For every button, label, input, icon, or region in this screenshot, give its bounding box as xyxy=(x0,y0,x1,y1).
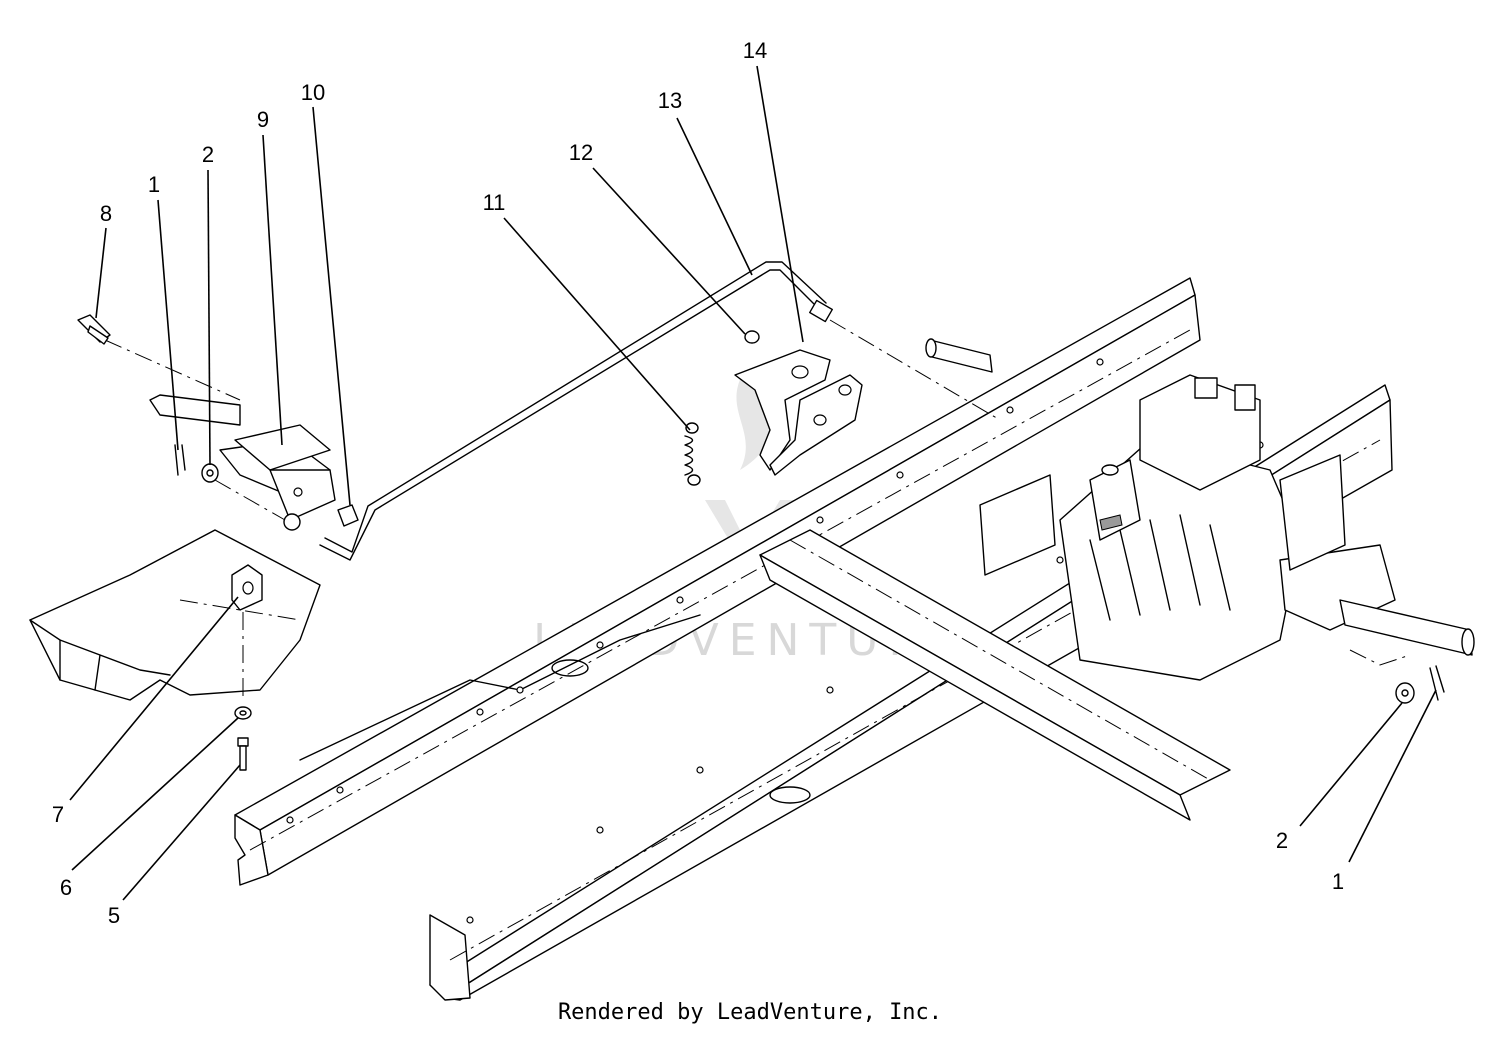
footrest-bolt xyxy=(237,737,249,771)
render-credit: Rendered by LeadVenture, Inc. xyxy=(557,1000,943,1025)
spring xyxy=(684,422,701,486)
callout-5: 5 xyxy=(108,903,120,928)
brake-pedal xyxy=(104,339,336,531)
callout-labels: 1 2 8 9 10 11 12 13 14 7 6 5 2 1 xyxy=(52,38,1344,928)
cotter-pin-right xyxy=(1349,649,1445,701)
brake-bracket xyxy=(734,349,863,476)
e-clip xyxy=(744,330,760,344)
callout-1-upper: 1 xyxy=(148,172,160,197)
frame-pin xyxy=(925,338,993,373)
footrest xyxy=(29,529,321,701)
callout-10: 10 xyxy=(301,80,325,105)
washer xyxy=(201,463,219,483)
callout-2-upper: 2 xyxy=(202,142,214,167)
callout-7: 7 xyxy=(52,802,64,827)
washer-right xyxy=(1395,682,1415,704)
nut xyxy=(337,504,359,527)
callout-9: 9 xyxy=(257,107,269,132)
control-rod xyxy=(319,261,1001,561)
transaxle xyxy=(979,374,1475,681)
cotter-pin xyxy=(174,444,186,476)
callout-12: 12 xyxy=(569,140,593,165)
callout-2-lower: 2 xyxy=(1276,828,1288,853)
callout-11: 11 xyxy=(483,190,506,215)
leader-lines xyxy=(69,65,1437,901)
cross-member xyxy=(759,529,1231,821)
callout-14: 14 xyxy=(743,38,767,63)
frame-rail-left xyxy=(234,277,1201,886)
callout-1-lower: 1 xyxy=(1332,869,1344,894)
washer-small xyxy=(234,706,252,720)
callout-8: 8 xyxy=(100,201,112,226)
bolt xyxy=(77,314,111,345)
callout-6: 6 xyxy=(60,875,72,900)
callout-13: 13 xyxy=(658,88,682,113)
